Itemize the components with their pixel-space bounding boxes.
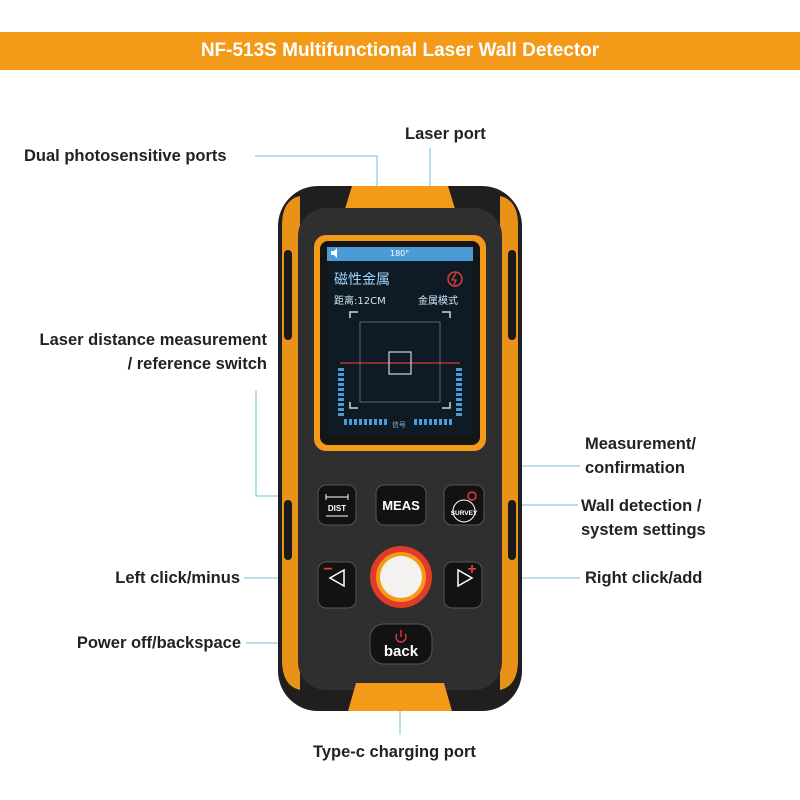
callout-power-off: Power off/backspace (76, 634, 241, 652)
meas-button-shape (375, 484, 427, 526)
crosshair-box (388, 351, 412, 375)
right-arrow-icon (457, 568, 474, 588)
dist-button[interactable]: DIST (327, 503, 347, 513)
callout-laser-port: Laser port (405, 125, 486, 143)
screen-signal-label: 信号 (392, 421, 406, 429)
screen-status-bar (327, 247, 473, 261)
left-button-shape (317, 561, 357, 609)
title-banner: NF-513S Multifunctional Laser Wall Detec… (0, 32, 800, 70)
gear-icon (467, 491, 477, 501)
dist-button-shape (317, 484, 357, 526)
meas-button[interactable]: MEAS (382, 497, 420, 513)
survey-ring-icon (452, 499, 476, 523)
callout-measurement-line2: confirmation (585, 459, 685, 477)
survey-button[interactable]: SURVEY (450, 509, 478, 517)
callout-wall-line2: system settings (581, 521, 706, 539)
right-button-shape (443, 561, 483, 609)
back-button[interactable]: back (383, 642, 419, 660)
screen-mode: 金属模式 (418, 296, 458, 307)
survey-button-shape (443, 484, 485, 526)
grip-ridges (284, 250, 516, 560)
power-icon (395, 630, 407, 643)
signal-bars-right (456, 368, 462, 416)
target-frame (349, 311, 451, 409)
plus-sign: + (467, 561, 477, 578)
back-button-shape (369, 623, 433, 665)
top-cap (344, 186, 456, 212)
bottom-cap (348, 683, 452, 711)
ruler-icon (325, 494, 349, 517)
callout-laser-switch-line2: / reference switch (127, 355, 267, 373)
center-button (380, 556, 422, 598)
screen-mode-title: 磁性金属 (334, 272, 390, 288)
left-arrow-icon (328, 568, 345, 588)
callout-dual-ports: Dual photosensitive ports (24, 147, 227, 165)
left-click-button[interactable] (318, 562, 356, 608)
screen-distance: 距离:12CM (334, 296, 386, 307)
callout-typec: Type-c charging port (313, 743, 476, 761)
callout-wall-line1: Wall detection / (581, 497, 702, 515)
right-click-button[interactable] (444, 562, 482, 608)
signal-bars-left (338, 368, 344, 416)
warning-icon (447, 271, 463, 287)
screen-angle: 180° (390, 249, 410, 258)
laser-center-button[interactable] (374, 550, 428, 604)
minus-sign: − (323, 561, 333, 578)
callout-left-click: Left click/minus (115, 569, 240, 587)
callout-line-dual-ports (255, 155, 378, 190)
callout-laser-switch-line1: Laser distance measurement (39, 331, 267, 349)
signal-bars-bottom (344, 419, 452, 425)
callout-right-click: Right click/add (585, 569, 703, 587)
speaker-icon (331, 248, 337, 258)
callout-measurement-line1: Measurement/ (585, 435, 696, 453)
